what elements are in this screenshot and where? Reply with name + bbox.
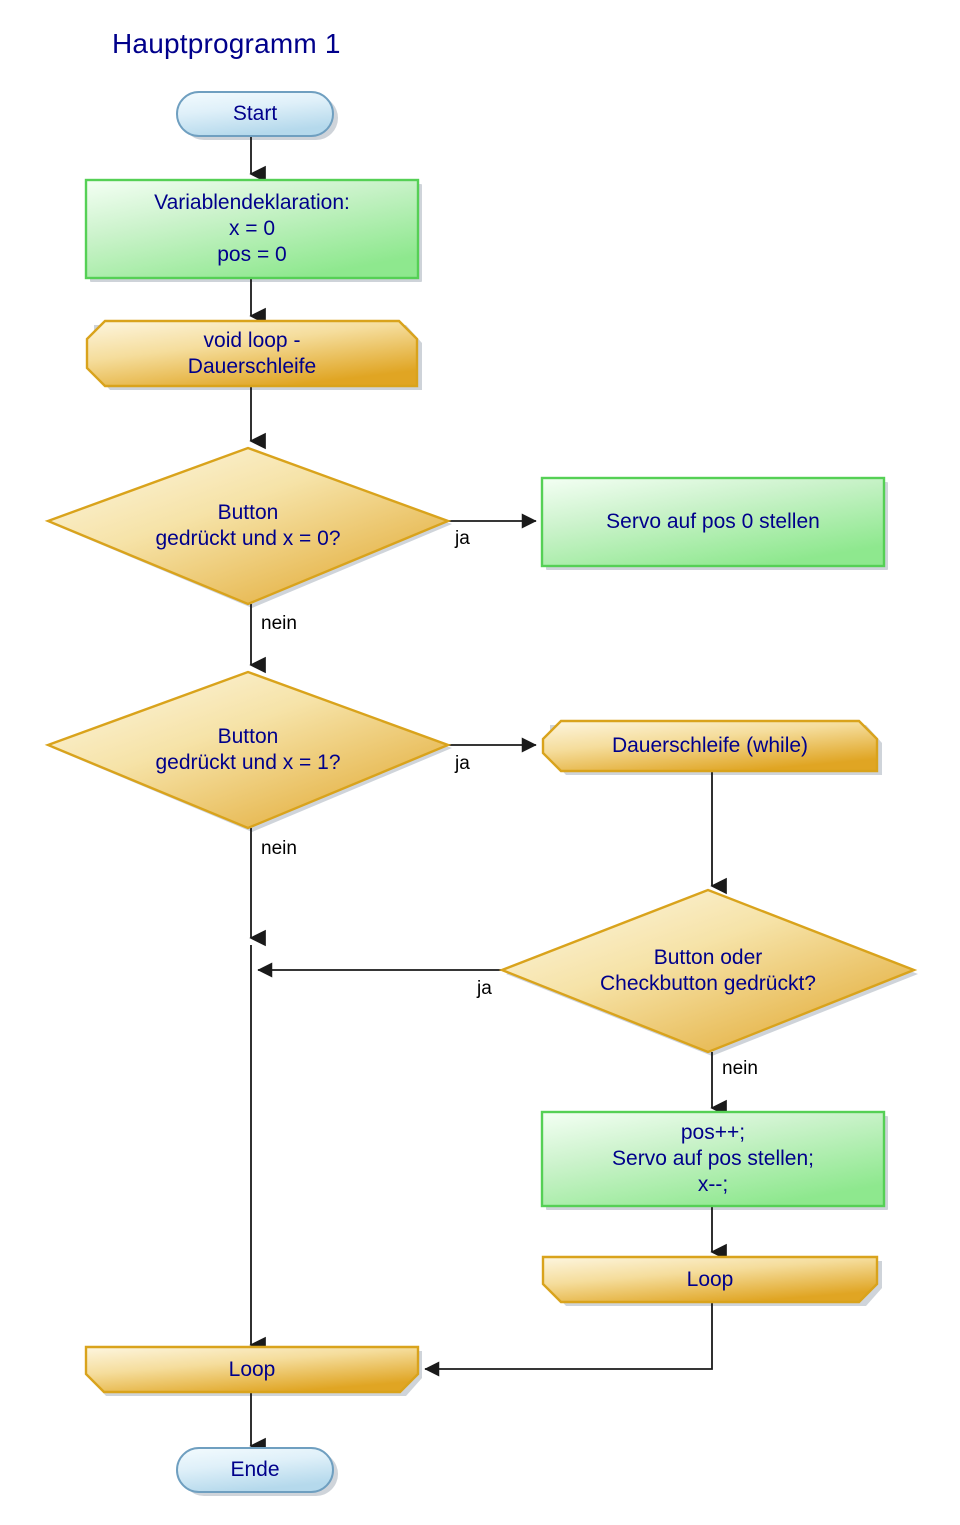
edge-label-dec-x1-no: nein <box>261 838 297 859</box>
node-decision-x1 <box>44 670 452 830</box>
node-vardecl <box>84 178 420 280</box>
edge-label-dec-x0-yes: ja <box>455 528 470 549</box>
node-voidloop <box>85 319 419 388</box>
edge-label-dec-x1-yes: ja <box>455 753 470 774</box>
edge-label-dec-btnchk-no: nein <box>722 1058 758 1079</box>
connector-lines <box>249 133 727 1455</box>
node-decision-btn-chk <box>498 888 918 1054</box>
node-ende <box>176 1447 334 1493</box>
node-start <box>176 91 334 137</box>
node-decision-x0 <box>44 446 452 606</box>
node-pos-inc <box>540 1110 886 1208</box>
page-title: Hauptprogramm 1 <box>112 28 341 59</box>
edge-label-dec-x0-no: nein <box>261 613 297 634</box>
node-outer-loop <box>84 1345 420 1394</box>
node-inner-loop <box>541 1255 879 1304</box>
node-while-loop <box>541 719 879 773</box>
edge-label-dec-btnchk-yes: ja <box>477 978 492 999</box>
node-servo-pos0 <box>540 476 886 568</box>
